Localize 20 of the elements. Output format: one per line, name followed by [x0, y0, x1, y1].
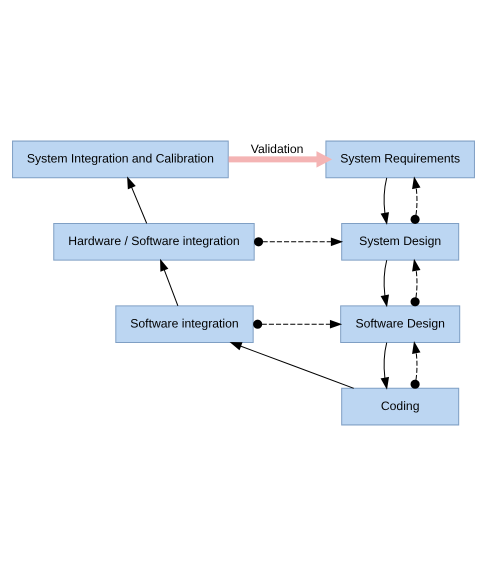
node-box: Software integration — [115, 305, 254, 344]
arrow — [380, 260, 390, 308]
node-box: Hardware / Software integration — [53, 222, 255, 261]
node-box: System Requirements — [325, 140, 475, 178]
node-box: Software Design — [340, 305, 460, 344]
node-box: System Integration and Calibration — [12, 140, 229, 178]
arrow — [228, 151, 332, 168]
arrow — [230, 342, 354, 389]
edge-label: Validation — [250, 142, 304, 156]
node-box: Coding — [341, 388, 460, 426]
arrow — [410, 341, 420, 389]
arrow — [410, 176, 420, 224]
arrow — [410, 258, 420, 306]
arrow — [380, 178, 390, 225]
arrow — [254, 237, 344, 246]
node-box: System Design — [341, 222, 460, 261]
arrow — [253, 320, 342, 329]
arrow — [380, 342, 390, 390]
arrow — [127, 176, 148, 224]
arrow — [160, 258, 178, 306]
